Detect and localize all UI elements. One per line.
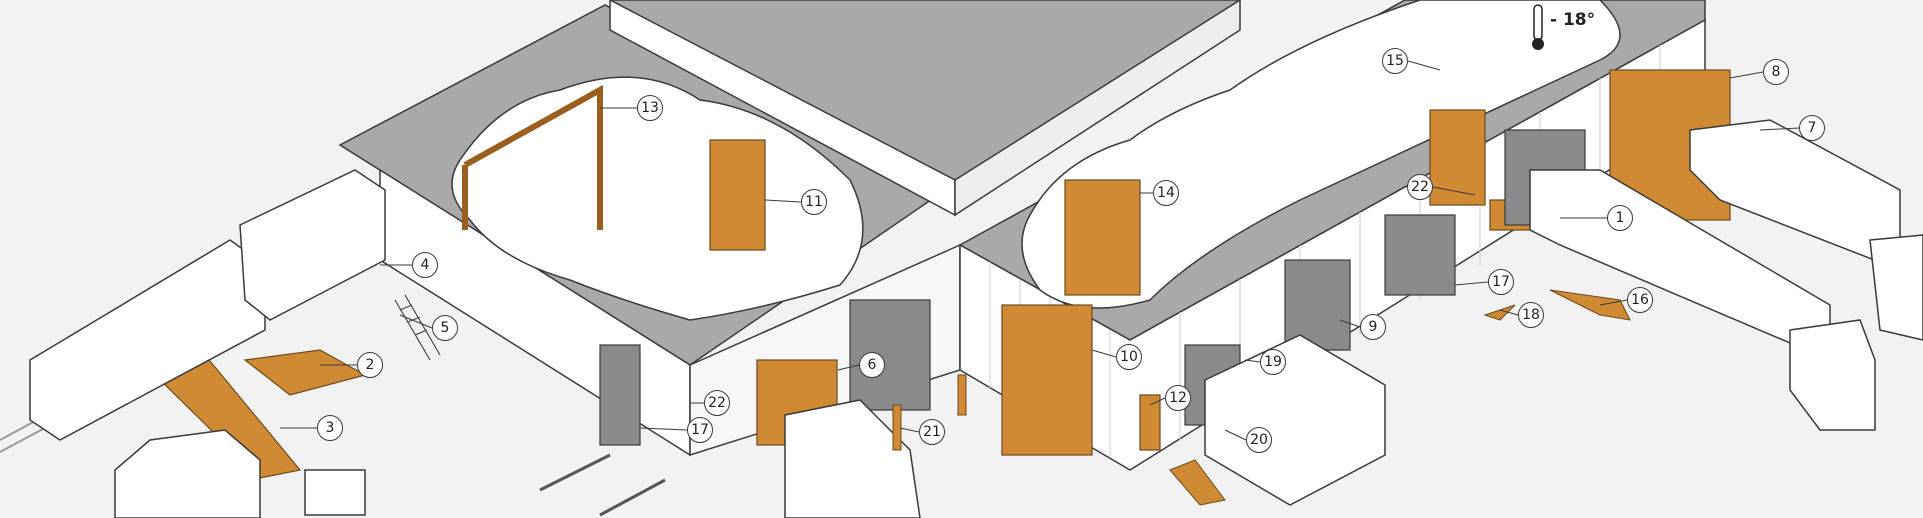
rail-wagons xyxy=(29,169,386,441)
callout-6: 6 xyxy=(859,352,885,378)
rail-door-frame xyxy=(462,84,603,230)
temperature-label: - 18° xyxy=(1550,10,1596,30)
container xyxy=(1204,334,1386,506)
callout-22: 22 xyxy=(1407,174,1433,200)
callout-17: 17 xyxy=(1488,269,1514,295)
callout-3: 3 xyxy=(317,415,343,441)
callout-12: 12 xyxy=(1165,385,1191,411)
right-interior-cutaway xyxy=(1021,0,1621,309)
van-center xyxy=(784,399,921,518)
callout-10: 10 xyxy=(1116,344,1142,370)
callout-14: 14 xyxy=(1153,180,1179,206)
callout-9: 9 xyxy=(1360,314,1386,340)
central-wall-right xyxy=(954,0,1241,217)
road-markings xyxy=(539,453,666,517)
callout-17-left: 17 xyxy=(687,417,713,443)
van-left xyxy=(114,429,261,518)
callout-16: 16 xyxy=(1627,287,1653,313)
truck-cab-middle xyxy=(1789,319,1876,431)
stairs-bottom xyxy=(1169,459,1226,506)
callout-22-left: 22 xyxy=(704,390,730,416)
callout-7: 7 xyxy=(1799,115,1825,141)
callout-21: 21 xyxy=(919,419,945,445)
callout-8: 8 xyxy=(1763,59,1789,85)
left-interior-cutaway xyxy=(451,76,864,321)
bollards xyxy=(892,374,967,451)
callout-19: 19 xyxy=(1260,349,1286,375)
callout-11: 11 xyxy=(801,189,827,215)
callout-20: 20 xyxy=(1246,427,1272,453)
callout-1: 1 xyxy=(1607,205,1633,231)
callout-5: 5 xyxy=(432,315,458,341)
callout-13: 13 xyxy=(637,95,663,121)
callout-18: 18 xyxy=(1518,302,1544,328)
callout-4: 4 xyxy=(412,252,438,278)
thermometer-icon xyxy=(1532,4,1544,50)
wheel-guide xyxy=(1549,289,1631,321)
callout-2: 2 xyxy=(357,352,383,378)
truck-cab-right xyxy=(1869,234,1923,341)
forklift-bottom xyxy=(304,469,366,516)
callout-15: 15 xyxy=(1382,48,1408,74)
